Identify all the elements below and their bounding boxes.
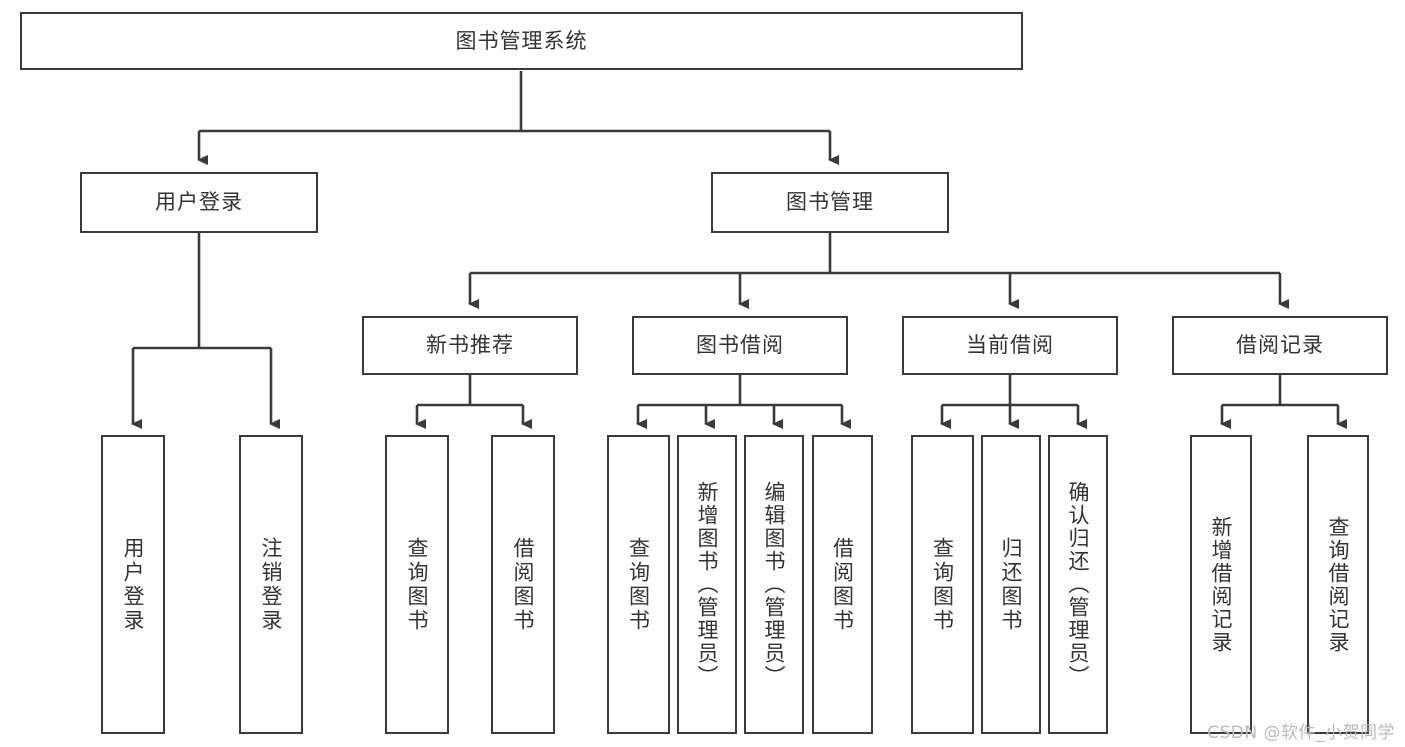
leaf-user-login-login[interactable]: 用户登录 — [101, 435, 165, 734]
node-label: 图书管理系统 — [455, 28, 588, 53]
leaf-label: 用户登录 — [121, 536, 146, 633]
node-book-management[interactable]: 图书管理 — [711, 172, 949, 233]
leaf-label: 注销登录 — [259, 536, 284, 633]
leaf-user-login-logout[interactable]: 注销登录 — [239, 435, 303, 734]
leaf-book-borrow-add-book-admin[interactable]: 新增图书（管理员） — [677, 435, 737, 734]
node-user-login[interactable]: 用户登录 — [80, 172, 318, 233]
node-book-borrow[interactable]: 图书借阅 — [632, 316, 848, 375]
leaf-label: 查询图书 — [405, 536, 430, 633]
leaf-current-borrow-confirm-return-admin[interactable]: 确认归还（管理员） — [1048, 435, 1108, 734]
leaf-label: 新增图书（管理员） — [695, 481, 720, 688]
leaf-new-book-borrow-book[interactable]: 借阅图书 — [491, 435, 555, 734]
node-label: 当前借阅 — [966, 333, 1054, 358]
csdn-watermark: CSDN @软件_小贺同学 — [1207, 723, 1395, 743]
leaf-label: 借阅图书 — [511, 536, 536, 633]
node-label: 新书推荐 — [426, 333, 514, 358]
leaf-label: 查询图书 — [626, 536, 651, 633]
leaf-label: 新增借阅记录 — [1209, 515, 1234, 654]
leaf-label: 确认归还（管理员） — [1066, 481, 1091, 688]
node-label: 图书借阅 — [696, 333, 784, 358]
leaf-book-borrow-query-book[interactable]: 查询图书 — [607, 435, 670, 734]
leaf-new-book-query-book[interactable]: 查询图书 — [385, 435, 449, 734]
leaf-current-borrow-query-book[interactable]: 查询图书 — [911, 435, 974, 734]
leaf-current-borrow-return-book[interactable]: 归还图书 — [981, 435, 1041, 734]
node-borrow-record[interactable]: 借阅记录 — [1172, 316, 1388, 375]
node-root-book-management-system[interactable]: 图书管理系统 — [20, 12, 1023, 70]
node-label: 图书管理 — [786, 190, 874, 215]
leaf-book-borrow-borrow-book[interactable]: 借阅图书 — [812, 435, 873, 734]
leaf-label: 借阅图书 — [830, 536, 855, 633]
leaf-label: 归还图书 — [999, 536, 1024, 633]
leaf-borrow-record-query-record[interactable]: 查询借阅记录 — [1307, 435, 1369, 734]
node-label: 用户登录 — [155, 190, 243, 215]
node-label: 借阅记录 — [1236, 333, 1324, 358]
leaf-label: 查询图书 — [930, 536, 955, 633]
leaf-borrow-record-add-record[interactable]: 新增借阅记录 — [1190, 435, 1252, 734]
leaf-book-borrow-edit-book-admin[interactable]: 编辑图书（管理员） — [744, 435, 804, 734]
node-new-book-recommend[interactable]: 新书推荐 — [362, 316, 578, 375]
node-current-borrow[interactable]: 当前借阅 — [902, 316, 1118, 375]
leaf-label: 编辑图书（管理员） — [762, 481, 787, 688]
leaf-label: 查询借阅记录 — [1326, 515, 1351, 654]
